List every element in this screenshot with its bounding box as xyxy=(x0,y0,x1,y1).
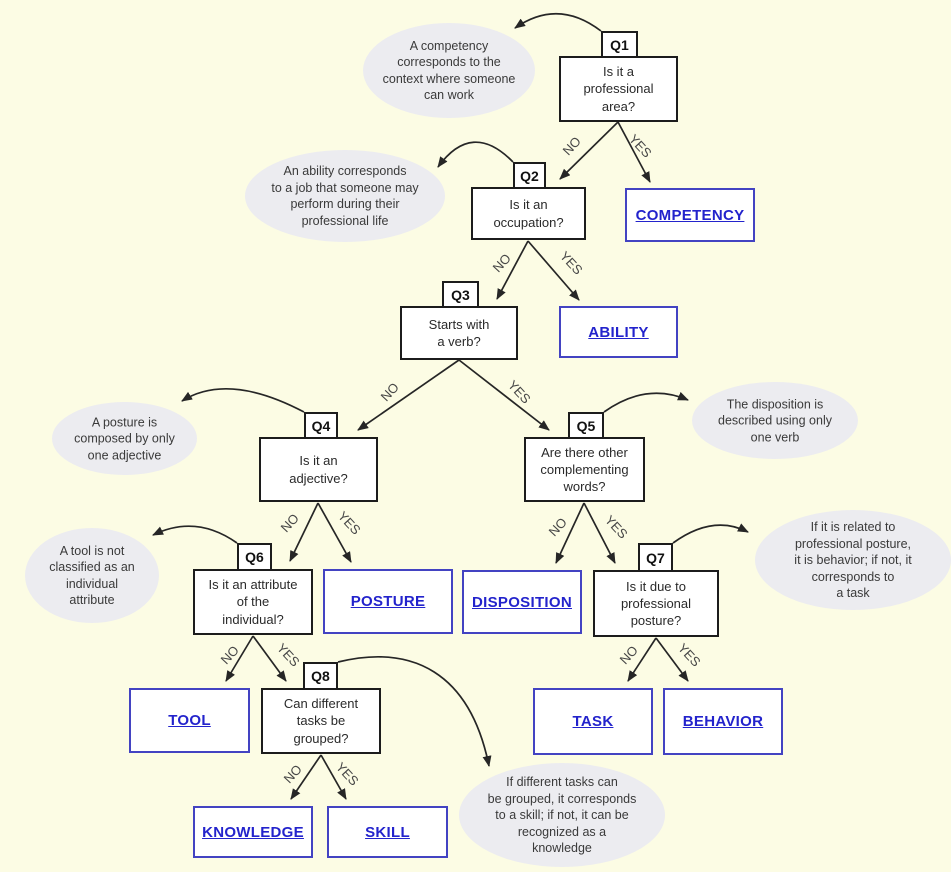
note-text-q4: A posture is composed by only one adject… xyxy=(74,414,175,462)
edge-q7-yes xyxy=(655,637,689,682)
question-tag-q5: Q5 xyxy=(568,412,604,439)
result-disposition-link[interactable]: DISPOSITION xyxy=(462,570,582,634)
edge-label-q2-no: NO xyxy=(490,251,514,275)
edge-q6-yes xyxy=(252,635,287,682)
note-text-q8: If different tasks can be grouped, it co… xyxy=(487,774,637,855)
question-tag-q1: Q1 xyxy=(601,31,638,58)
note-text-q7: If it is related to professional posture… xyxy=(794,519,912,600)
note-bubble-q1: A competency corresponds to the context … xyxy=(363,23,535,118)
edge-label-q4-no: NO xyxy=(278,511,302,535)
edge-q4-no xyxy=(289,502,319,562)
edge-q3-yes xyxy=(458,359,550,431)
question-box-q4: Is it an adjective? xyxy=(259,437,378,502)
annotation-arrow-q6 xyxy=(152,525,238,544)
edge-label-q7-yes: YES xyxy=(675,640,704,669)
edge-q1-no xyxy=(559,121,619,180)
note-text-q2: An ability corresponds to a job that som… xyxy=(271,164,419,228)
annotation-arrow-q2 xyxy=(437,141,514,168)
edge-label-q5-no: NO xyxy=(546,515,570,539)
question-box-q2: Is it an occupation? xyxy=(471,187,586,240)
annotation-arrow-q5 xyxy=(603,391,689,413)
result-task-link[interactable]: TASK xyxy=(533,688,653,755)
annotation-arrow-q8 xyxy=(337,656,492,767)
question-tag-q7: Q7 xyxy=(638,543,673,572)
result-skill-link[interactable]: SKILL xyxy=(327,806,448,858)
edge-q5-no xyxy=(555,502,585,564)
edge-q3-no xyxy=(357,359,460,431)
edge-label-q6-yes: YES xyxy=(274,640,303,669)
note-text-q6: A tool is not classified as an individua… xyxy=(49,543,135,608)
edge-q7-no xyxy=(627,637,657,682)
edge-label-q1-yes: YES xyxy=(626,131,655,160)
edge-q2-no xyxy=(496,240,529,300)
question-box-q1: Is it a professional area? xyxy=(559,56,678,122)
annotation-arrow-q1 xyxy=(514,12,602,32)
note-bubble-q4: A posture is composed by only one adject… xyxy=(52,402,197,475)
result-posture-link[interactable]: POSTURE xyxy=(323,569,453,634)
note-bubble-q5: The disposition is described using only … xyxy=(692,382,858,459)
edge-label-q1-no: NO xyxy=(560,134,584,158)
edge-label-q5-yes: YES xyxy=(602,512,631,541)
edge-q4-yes xyxy=(317,502,352,563)
note-bubble-q7: If it is related to professional posture… xyxy=(755,510,951,610)
annotation-arrow-q4 xyxy=(181,387,305,413)
result-knowledge-link[interactable]: KNOWLEDGE xyxy=(193,806,313,858)
question-tag-q3: Q3 xyxy=(442,281,479,308)
question-box-q7: Is it due to professional posture? xyxy=(593,570,719,637)
result-ability-link[interactable]: ABILITY xyxy=(559,306,678,358)
note-text-q1: A competency corresponds to the context … xyxy=(382,38,516,103)
question-tag-q2: Q2 xyxy=(513,162,546,189)
edge-label-q4-yes: YES xyxy=(335,508,364,537)
result-tool-link[interactable]: TOOL xyxy=(129,688,250,753)
note-bubble-q6: A tool is not classified as an individua… xyxy=(25,528,159,623)
note-text-q5: The disposition is described using only … xyxy=(718,396,832,444)
question-box-q8: Can different tasks be grouped? xyxy=(261,688,381,754)
edge-label-q3-yes: YES xyxy=(505,377,534,406)
annotation-arrow-q7 xyxy=(672,523,749,544)
edge-q6-no xyxy=(225,635,254,682)
edge-q8-no xyxy=(290,754,322,800)
edge-label-q7-no: NO xyxy=(617,643,641,667)
edge-q8-yes xyxy=(320,754,347,800)
question-box-q6: Is it an attribute of the individual? xyxy=(193,569,313,635)
edge-label-q2-yes: YES xyxy=(557,248,586,277)
question-box-q3: Starts with a verb? xyxy=(400,306,518,360)
result-behavior-link[interactable]: BEHAVIOR xyxy=(663,688,783,755)
note-bubble-q8: If different tasks can be grouped, it co… xyxy=(459,763,665,867)
result-competency-link[interactable]: COMPETENCY xyxy=(625,188,755,242)
question-box-q5: Are there other complementing words? xyxy=(524,437,645,502)
edge-label-q8-no: NO xyxy=(281,762,305,786)
question-tag-q4: Q4 xyxy=(304,412,338,439)
edge-q1-yes xyxy=(617,121,651,183)
edge-q5-yes xyxy=(583,502,616,564)
note-bubble-q2: An ability corresponds to a job that som… xyxy=(245,150,445,242)
question-tag-q8: Q8 xyxy=(303,662,338,690)
edge-label-q3-no: NO xyxy=(378,380,402,404)
edge-label-q6-no: NO xyxy=(218,643,242,667)
question-tag-q6: Q6 xyxy=(237,543,272,571)
edge-q2-yes xyxy=(527,240,580,301)
